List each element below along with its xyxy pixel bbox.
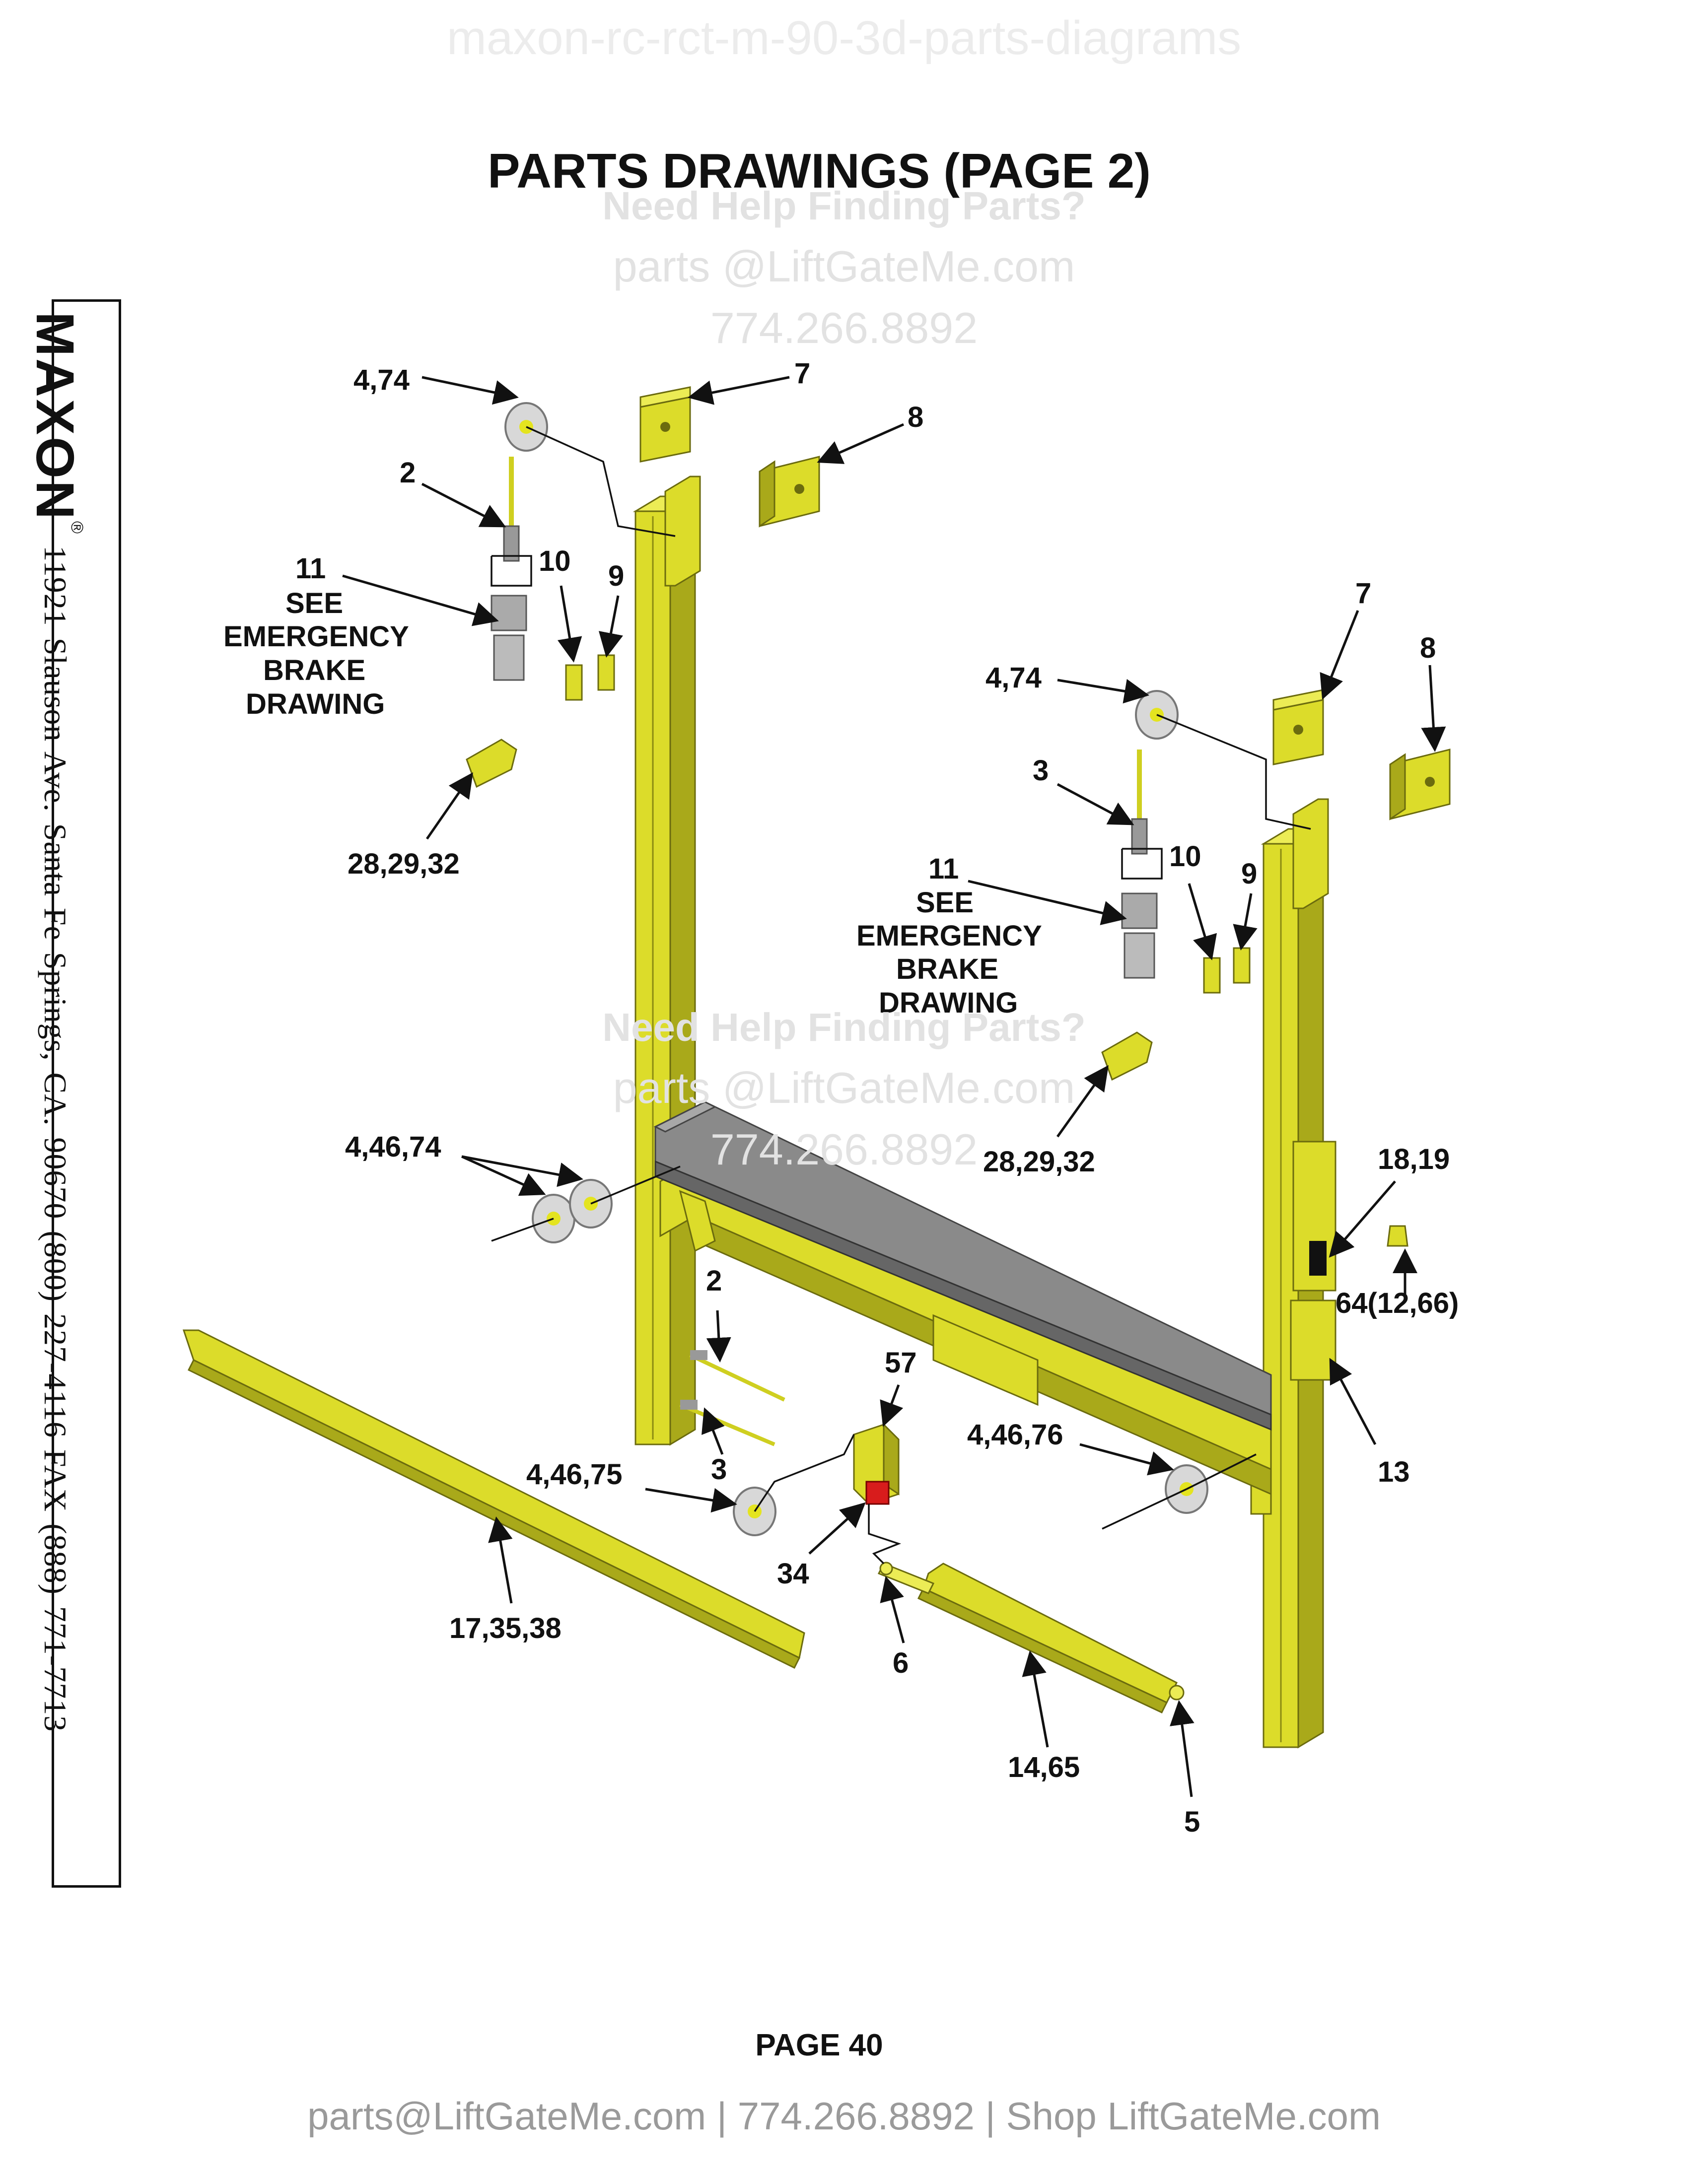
callout-see-left: SEE bbox=[285, 587, 343, 619]
bracket-57 bbox=[853, 1423, 900, 1505]
callout-7-right: 7 bbox=[1355, 577, 1371, 610]
callout-8-left: 8 bbox=[908, 401, 923, 433]
page-title: PARTS DRAWINGS (PAGE 2) bbox=[488, 143, 1151, 198]
callout-6: 6 bbox=[893, 1647, 909, 1679]
brackets-7-8 bbox=[639, 386, 1451, 820]
callout-3-top: 3 bbox=[1033, 754, 1049, 787]
cable-pins bbox=[679, 1225, 1408, 1446]
brake-assembly-right bbox=[1121, 750, 1158, 979]
callout-9-right: 9 bbox=[1241, 858, 1257, 890]
callout-11-right: 11 bbox=[928, 853, 959, 885]
hydraulic-cylinder bbox=[877, 1562, 1185, 1713]
callout-57: 57 bbox=[885, 1347, 917, 1379]
callout-brake-right: BRAKE bbox=[896, 953, 998, 985]
callout-9-left: 9 bbox=[608, 560, 624, 592]
callout-10-left: 10 bbox=[539, 545, 571, 577]
watermark-email-center: parts @LiftGateMe.com bbox=[613, 1063, 1075, 1112]
watermark-email: parts @LiftGateMe.com bbox=[613, 242, 1075, 291]
callout-5: 5 bbox=[1184, 1806, 1200, 1838]
footer-contact: parts@LiftGateMe.com | 774.266.8892 | Sh… bbox=[307, 2094, 1381, 2138]
callout-4-74-left: 4,74 bbox=[353, 364, 410, 396]
page-number: PAGE 40 bbox=[755, 2028, 883, 2062]
watermark-block-top: Need Help Finding Parts? parts @LiftGate… bbox=[521, 176, 1167, 359]
watermark-heading-center: Need Help Finding Parts? bbox=[602, 1005, 1086, 1049]
explode-lines bbox=[491, 426, 1311, 1565]
watermark-heading: Need Help Finding Parts? bbox=[602, 184, 1086, 228]
callout-4-46-76: 4,46,76 bbox=[967, 1419, 1063, 1451]
bottom-plate bbox=[182, 1329, 805, 1669]
right-column bbox=[1250, 798, 1336, 1749]
callout-7-left: 7 bbox=[794, 357, 810, 390]
callout-emergency-left: EMERGENCY bbox=[223, 620, 409, 653]
callout-28-29-32-right: 28,29,32 bbox=[983, 1146, 1095, 1178]
callout-3-bottom: 3 bbox=[711, 1453, 727, 1486]
leader-lines bbox=[342, 376, 1446, 1797]
callout-14-65: 14,65 bbox=[1008, 1751, 1080, 1783]
callout-18-19: 18,19 bbox=[1378, 1143, 1450, 1175]
callout-see-right: SEE bbox=[916, 887, 974, 919]
brand-sidebar-frame bbox=[52, 299, 121, 1888]
callout-64-12-66: 64(12,66) bbox=[1336, 1287, 1459, 1319]
watermark-phone-center: 774.266.8892 bbox=[710, 1125, 978, 1174]
callout-13: 13 bbox=[1378, 1456, 1410, 1488]
callout-4-46-74: 4,46,74 bbox=[345, 1131, 441, 1163]
callout-34: 34 bbox=[777, 1558, 809, 1590]
callout-17-35-38: 17,35,38 bbox=[449, 1612, 562, 1644]
callout-drawing-right: DRAWING bbox=[879, 987, 1018, 1019]
left-column bbox=[633, 476, 701, 1446]
brake-assembly-left bbox=[491, 457, 527, 681]
callout-emergency-right: EMERGENCY bbox=[856, 920, 1042, 952]
callout-4-74-right: 4,74 bbox=[985, 662, 1042, 694]
grey-cross-beam bbox=[653, 1101, 1272, 1431]
watermark-url: maxon-rc-rct-m-90-3d-parts-diagrams bbox=[446, 11, 1242, 65]
callout-11-left: 11 bbox=[295, 552, 326, 585]
callout-10-right: 10 bbox=[1169, 840, 1201, 873]
callout-4-46-75: 4,46,75 bbox=[526, 1458, 623, 1491]
callout-28-29-32-left: 28,29,32 bbox=[348, 848, 460, 880]
watermark-block-center: Need Help Finding Parts? parts @LiftGate… bbox=[521, 998, 1167, 1180]
part-18-19 bbox=[1309, 1241, 1327, 1276]
callout-2-bottom: 2 bbox=[706, 1265, 722, 1297]
callout-drawing-left: DRAWING bbox=[246, 688, 385, 720]
callout-8-right: 8 bbox=[1420, 632, 1436, 664]
callout-labels: 4,74 7 8 2 11 SEE EMERGENCY BRAKE DRAWIN… bbox=[223, 357, 1459, 1838]
watermark-phone: 774.266.8892 bbox=[710, 303, 978, 352]
callout-brake-left: BRAKE bbox=[263, 654, 365, 686]
callout-2-top: 2 bbox=[400, 457, 416, 489]
small-clips bbox=[466, 654, 1251, 1081]
